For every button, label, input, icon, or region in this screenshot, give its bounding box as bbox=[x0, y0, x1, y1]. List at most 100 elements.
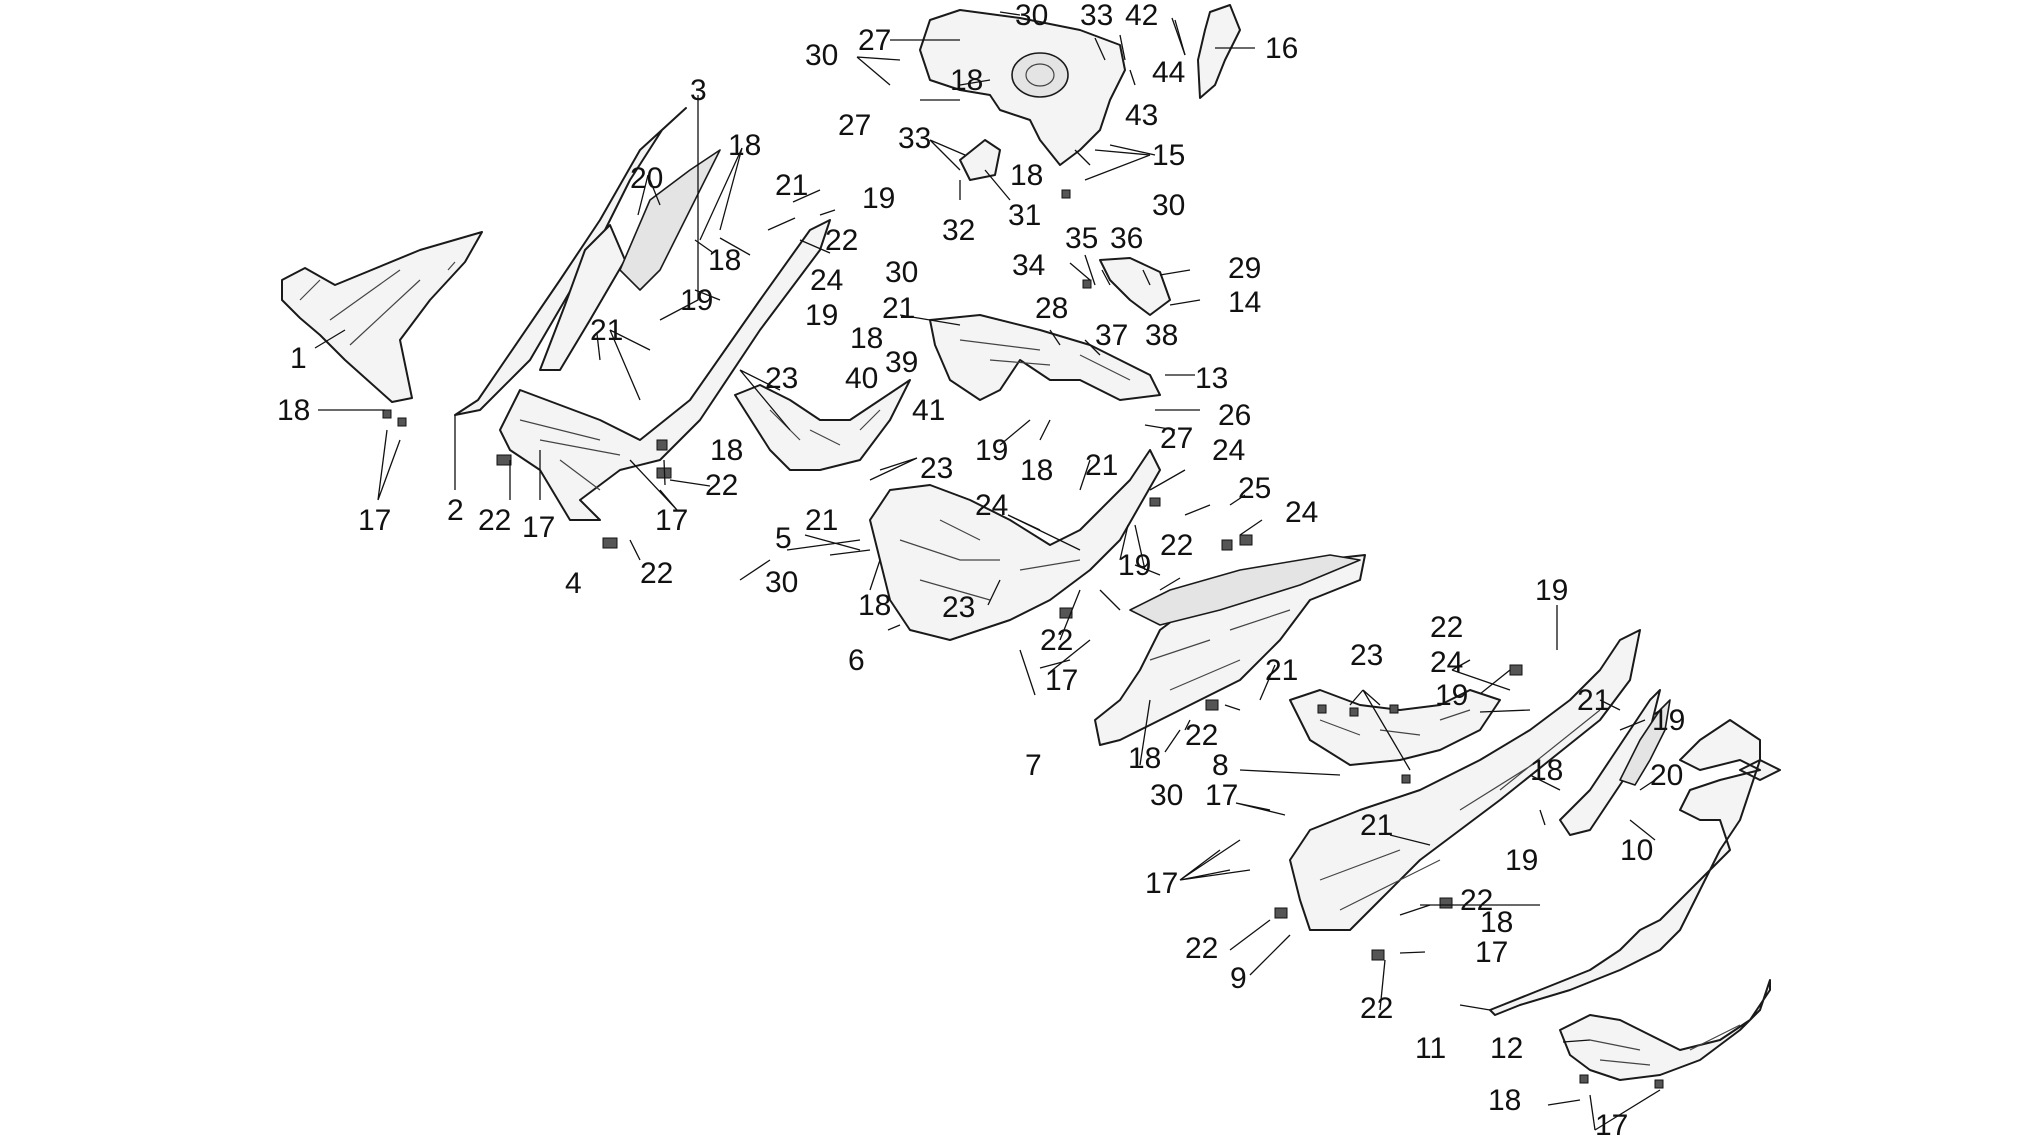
part-20-right bbox=[1619, 699, 1671, 786]
label-16: 16 bbox=[1265, 32, 1298, 65]
fastener bbox=[1401, 774, 1411, 784]
part-7-detail bbox=[1149, 609, 1291, 691]
label-41: 41 bbox=[912, 394, 945, 427]
label-27: 27 bbox=[858, 24, 891, 57]
label-22: 22 bbox=[1185, 719, 1218, 752]
label-22: 22 bbox=[1040, 624, 1073, 657]
label-19: 19 bbox=[1435, 679, 1468, 712]
label-14: 14 bbox=[1228, 286, 1261, 319]
fastener bbox=[1061, 189, 1071, 199]
label-37: 37 bbox=[1095, 319, 1128, 352]
label-19: 19 bbox=[1535, 574, 1568, 607]
label-18: 18 bbox=[1530, 754, 1563, 787]
label-7: 7 bbox=[1025, 749, 1042, 782]
label-21: 21 bbox=[1577, 684, 1610, 717]
label-34: 34 bbox=[1012, 249, 1045, 282]
part-3 bbox=[539, 224, 626, 371]
label-22: 22 bbox=[1160, 529, 1193, 562]
label-19: 19 bbox=[862, 182, 895, 215]
fastener bbox=[1579, 1074, 1589, 1084]
callout-labels: 1 2 3 4 5 6 7 8 9 10 11 12 13 14 15 16 1… bbox=[277, 0, 1685, 1136]
label-12: 12 bbox=[1490, 1032, 1523, 1065]
fastener bbox=[1371, 949, 1385, 961]
label-22: 22 bbox=[640, 557, 673, 590]
label-17: 17 bbox=[1475, 936, 1508, 969]
label-43: 43 bbox=[1125, 99, 1158, 132]
fastener bbox=[496, 454, 512, 466]
part-9 bbox=[1289, 629, 1641, 931]
label-18: 18 bbox=[728, 129, 761, 162]
fastener bbox=[1274, 907, 1288, 919]
part-16 bbox=[1197, 4, 1241, 99]
part-7-upper bbox=[1129, 554, 1361, 626]
label-22: 22 bbox=[825, 224, 858, 257]
part-5 bbox=[734, 379, 911, 471]
label-18: 18 bbox=[708, 244, 741, 277]
fastener bbox=[1221, 539, 1233, 551]
fastener bbox=[656, 439, 668, 451]
fastener bbox=[382, 409, 392, 419]
label-42: 42 bbox=[1125, 0, 1158, 32]
label-44: 44 bbox=[1152, 56, 1185, 89]
part-1 bbox=[281, 231, 483, 403]
label-4: 4 bbox=[565, 567, 582, 600]
label-18: 18 bbox=[1488, 1084, 1521, 1117]
part-7 bbox=[1094, 554, 1366, 746]
label-19: 19 bbox=[1505, 844, 1538, 877]
label-36: 36 bbox=[1110, 222, 1143, 255]
fastener bbox=[1654, 1079, 1664, 1089]
label-30: 30 bbox=[765, 566, 798, 599]
label-26: 26 bbox=[1218, 399, 1251, 432]
part-12-detail bbox=[1589, 1024, 1741, 1066]
label-19: 19 bbox=[975, 434, 1008, 467]
label-21: 21 bbox=[590, 314, 623, 347]
label-9: 9 bbox=[1230, 962, 1247, 995]
label-30: 30 bbox=[805, 39, 838, 72]
label-10: 10 bbox=[1620, 834, 1653, 867]
part-31 bbox=[959, 139, 1001, 181]
label-17: 17 bbox=[1205, 779, 1238, 812]
label-24: 24 bbox=[975, 489, 1008, 522]
label-30: 30 bbox=[1015, 0, 1048, 32]
label-23: 23 bbox=[1350, 639, 1383, 672]
label-25: 25 bbox=[1238, 472, 1271, 505]
label-21: 21 bbox=[1360, 809, 1393, 842]
label-22: 22 bbox=[478, 504, 511, 537]
label-27: 27 bbox=[1160, 422, 1193, 455]
label-29: 29 bbox=[1228, 252, 1261, 285]
label-19: 19 bbox=[805, 299, 838, 332]
label-17: 17 bbox=[1145, 867, 1178, 900]
label-31: 31 bbox=[1008, 199, 1041, 232]
label-24: 24 bbox=[810, 264, 843, 297]
label-24: 24 bbox=[1430, 646, 1463, 679]
label-21: 21 bbox=[775, 169, 808, 202]
fastener bbox=[1149, 497, 1161, 507]
label-18: 18 bbox=[850, 322, 883, 355]
label-22: 22 bbox=[1460, 884, 1493, 917]
label-21: 21 bbox=[882, 292, 915, 325]
label-17: 17 bbox=[522, 511, 555, 544]
label-3: 3 bbox=[690, 74, 707, 107]
label-40: 40 bbox=[845, 362, 878, 395]
part-1-detail bbox=[299, 261, 456, 346]
label-20: 20 bbox=[630, 162, 663, 195]
part-11 bbox=[1489, 719, 1781, 1016]
label-8: 8 bbox=[1212, 749, 1229, 782]
label-18: 18 bbox=[1020, 454, 1053, 487]
label-22: 22 bbox=[1360, 992, 1393, 1025]
label-13: 13 bbox=[1195, 362, 1228, 395]
label-18: 18 bbox=[277, 394, 310, 427]
label-22: 22 bbox=[1185, 932, 1218, 965]
label-20: 20 bbox=[1650, 759, 1683, 792]
label-19: 19 bbox=[1652, 704, 1685, 737]
label-23: 23 bbox=[920, 452, 953, 485]
label-30: 30 bbox=[1152, 189, 1185, 222]
fasteners bbox=[382, 189, 1664, 1089]
part-6 bbox=[869, 449, 1161, 641]
fastener bbox=[1205, 699, 1219, 711]
part-4-detail bbox=[519, 419, 621, 491]
part-20-left bbox=[619, 149, 721, 291]
label-30: 30 bbox=[885, 256, 918, 289]
